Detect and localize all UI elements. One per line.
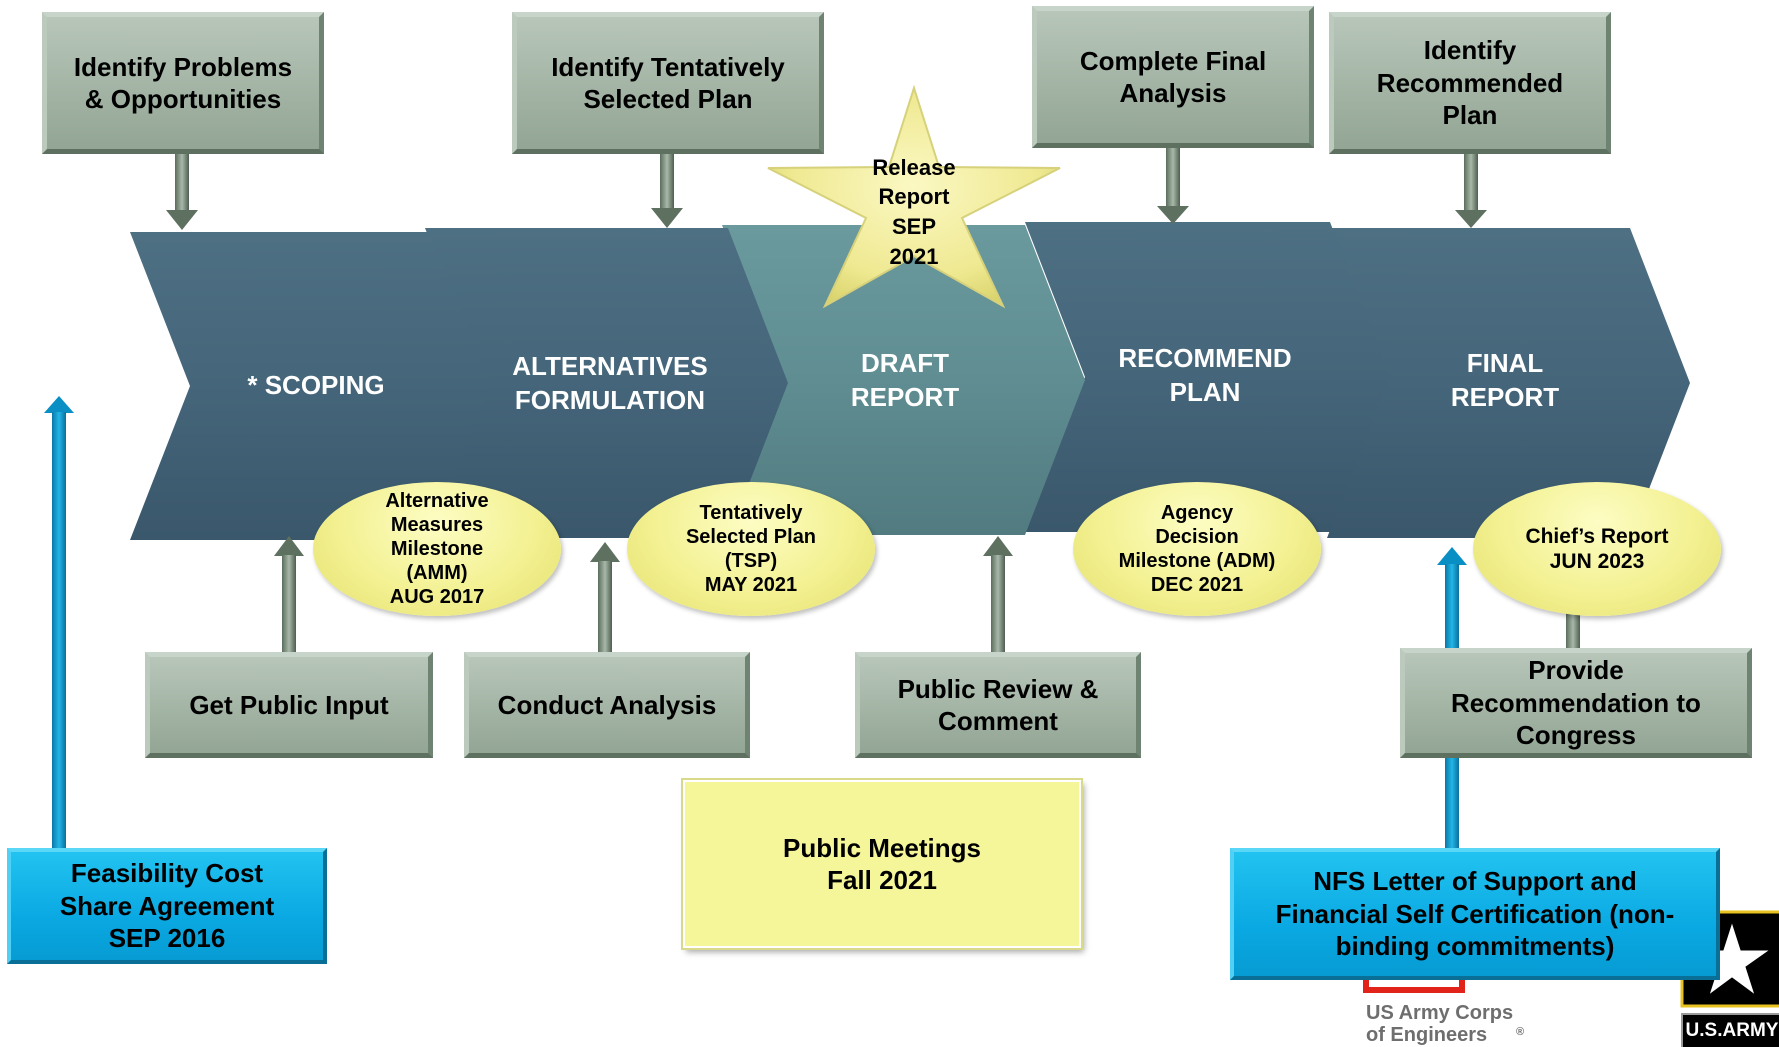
identify-problems-box: Identify Problems & Opportunities bbox=[42, 12, 324, 154]
chevron-scoping bbox=[130, 232, 490, 540]
us-army-logo-text: U.S.ARMY bbox=[1685, 1020, 1779, 1041]
down-arrow-icon bbox=[651, 152, 683, 228]
complete-final-analysis-box: Complete Final Analysis bbox=[1032, 6, 1314, 148]
phase-alternatives-label: ALTERNATIVES FORMULATION bbox=[512, 351, 708, 415]
nfs-letter-box: NFS Letter of Support and Financial Self… bbox=[1230, 848, 1720, 980]
get-public-input-box: Get Public Input bbox=[145, 652, 433, 758]
phase-draft-report-label: DRAFT REPORT bbox=[850, 348, 960, 412]
usace-logo-text: US Army Corps of Engineers bbox=[1366, 1002, 1514, 1046]
blue-up-arrow-icon bbox=[44, 396, 74, 850]
connector-bar bbox=[1566, 606, 1580, 654]
release-report-label: Release Report SEP 2021 bbox=[872, 154, 956, 269]
identify-recommended-plan-box: Identify Recommended Plan bbox=[1329, 12, 1611, 154]
cost-share-agreement-box: Feasibility Cost Share Agreement SEP 201… bbox=[7, 848, 327, 964]
milestone-chiefs-report: Chief’s Report JUN 2023 bbox=[1473, 482, 1721, 616]
phase-final-report-label: FINAL REPORT bbox=[1450, 348, 1560, 412]
phase-recommend-plan-label: RECOMMEND PLAN bbox=[1118, 343, 1292, 407]
milestone-tsp: Tentatively Selected Plan (TSP) MAY 2021 bbox=[627, 482, 875, 616]
release-report-star bbox=[767, 84, 1061, 309]
up-arrow-icon bbox=[274, 536, 304, 655]
milestone-amm: Alternative Measures Milestone (AMM) AUG… bbox=[313, 482, 561, 616]
chevron-alternatives bbox=[425, 228, 788, 538]
down-arrow-icon bbox=[1157, 148, 1189, 224]
up-arrow-icon bbox=[590, 542, 620, 657]
provide-recommendation-box: Provide Recommendation to Congress bbox=[1400, 648, 1752, 758]
chevron-final-report bbox=[1327, 228, 1690, 538]
up-arrow-icon bbox=[983, 536, 1013, 655]
milestone-adm: Agency Decision Milestone (ADM) DEC 2021 bbox=[1073, 482, 1321, 616]
public-meetings-box: Public Meetings Fall 2021 bbox=[683, 780, 1081, 948]
usace-registered-mark: ® bbox=[1516, 1026, 1525, 1038]
phase-scoping-label: * SCOPING bbox=[247, 370, 385, 401]
public-review-box: Public Review & Comment bbox=[855, 652, 1141, 758]
chevron-draft-report bbox=[722, 225, 1085, 535]
identify-tsp-box: Identify Tentatively Selected Plan bbox=[512, 12, 824, 154]
conduct-analysis-box: Conduct Analysis bbox=[464, 652, 750, 758]
chevron-recommend-plan bbox=[1025, 222, 1390, 532]
down-arrow-icon bbox=[166, 152, 198, 230]
down-arrow-icon bbox=[1455, 152, 1487, 228]
